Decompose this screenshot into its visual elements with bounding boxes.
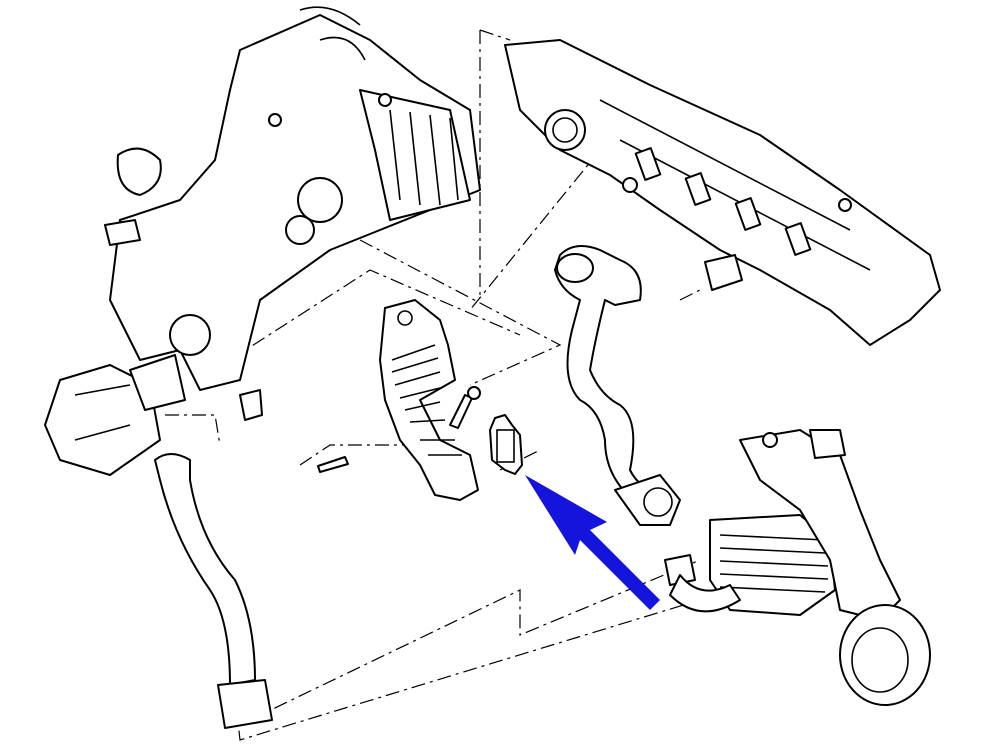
fasteners xyxy=(317,386,481,473)
bolt xyxy=(449,394,473,429)
bolt xyxy=(317,456,349,473)
egr-valve-assembly xyxy=(44,6,481,476)
gasket xyxy=(489,414,523,475)
highlight-arrow xyxy=(525,475,660,610)
arrow-icon xyxy=(525,475,660,610)
oil-cooler-assembly xyxy=(664,429,931,706)
egr-pipe xyxy=(379,299,479,501)
nut xyxy=(467,386,481,400)
coolant-hose-lower-left xyxy=(154,453,273,729)
intake-manifold xyxy=(504,39,941,346)
coolant-hose-upper xyxy=(554,245,681,526)
